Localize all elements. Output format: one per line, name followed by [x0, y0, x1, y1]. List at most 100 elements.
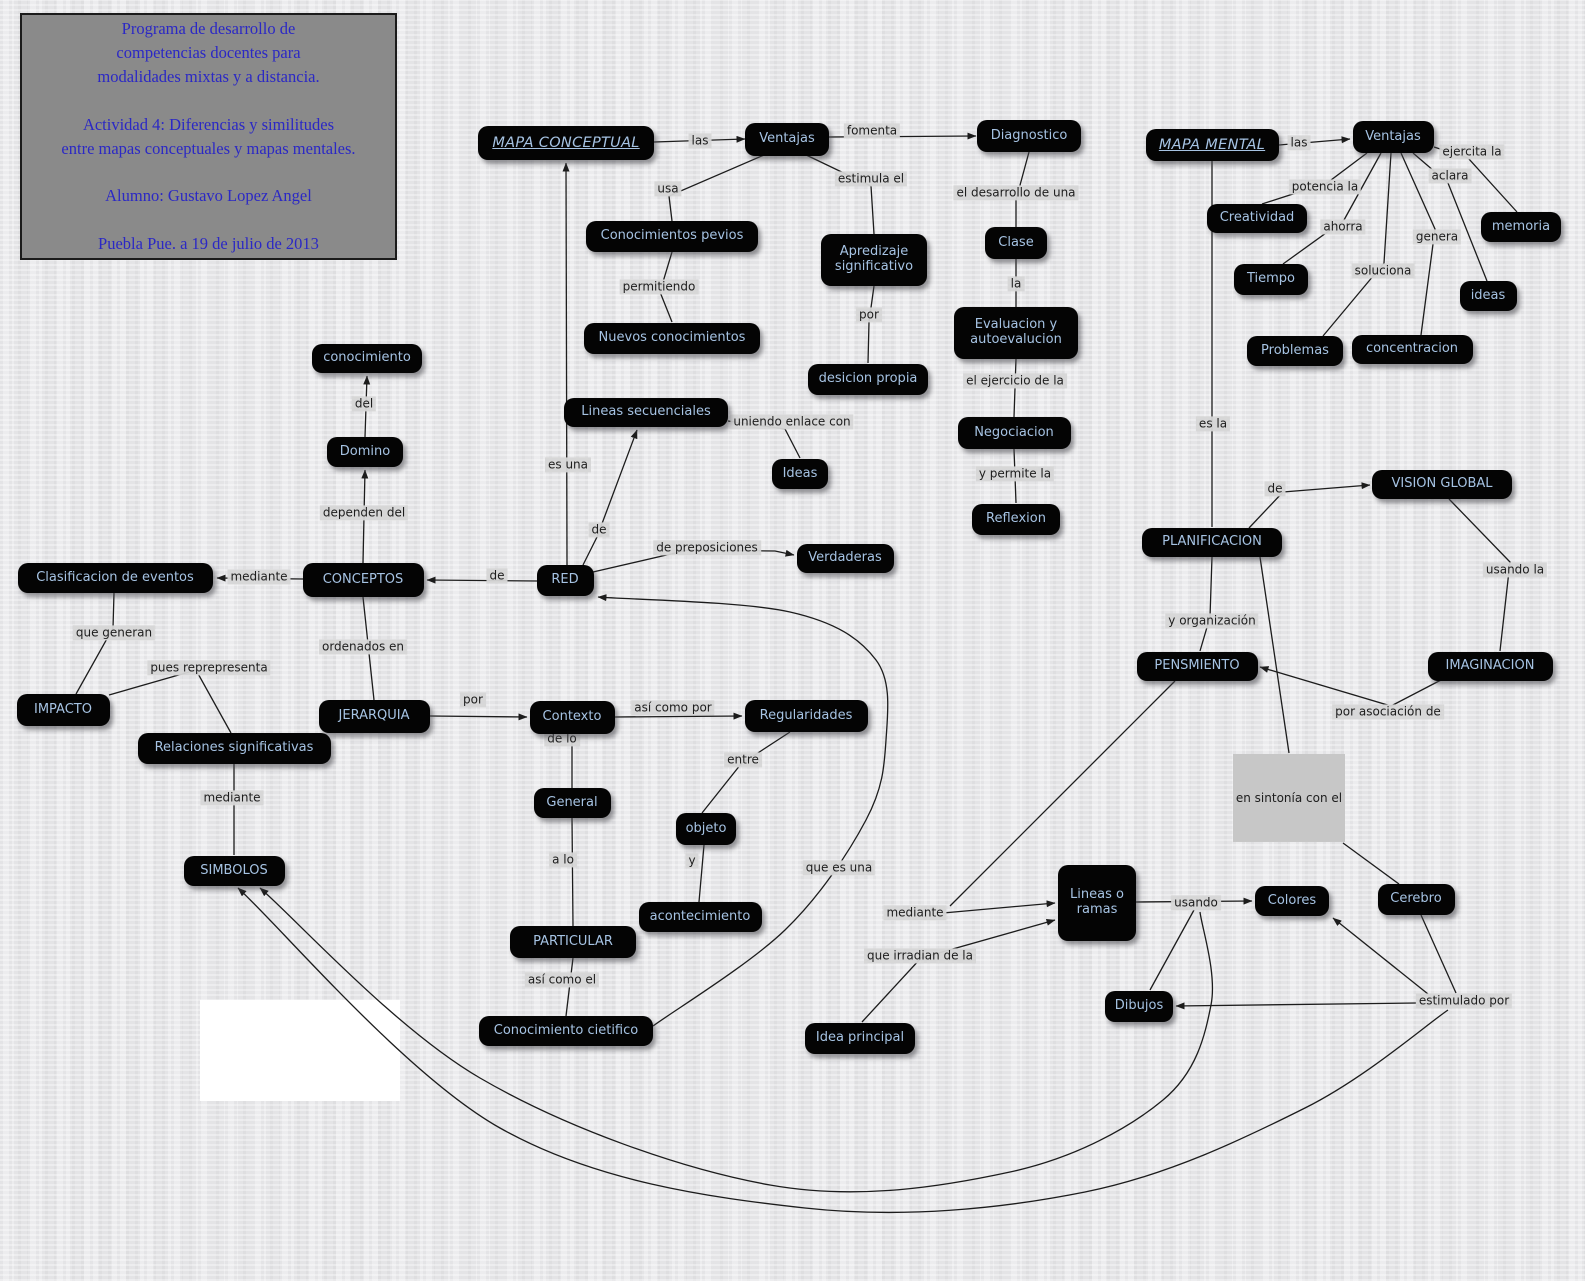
- concept-node-tiempo[interactable]: Tiempo: [1234, 263, 1308, 295]
- link-label-entre[interactable]: entre: [724, 752, 762, 768]
- edge-line-34: [1400, 152, 1436, 336]
- link-label-de-lo[interactable]: de lo: [544, 731, 580, 747]
- link-label-asi-como-por[interactable]: así como por: [631, 700, 715, 716]
- concept-node-diagnostico[interactable]: Diagnostico: [977, 120, 1081, 152]
- link-label-es-la[interactable]: es la: [1195, 416, 1231, 432]
- link-label-de-lineas[interactable]: de: [588, 522, 610, 538]
- concept-node-cerebro[interactable]: Cerebro: [1377, 883, 1455, 915]
- link-label-soluciona[interactable]: soluciona: [1351, 263, 1415, 279]
- link-label-que-generan[interactable]: que generan: [72, 625, 156, 641]
- concept-node-simbolos[interactable]: SIMBOLOS: [183, 856, 285, 886]
- concept-node-negociacion[interactable]: Negociacion: [957, 417, 1071, 449]
- link-label-las-conceptual[interactable]: las: [688, 133, 712, 149]
- link-label-el-ejercicio-de-la[interactable]: el ejercicio de la: [963, 373, 1067, 389]
- link-label-la[interactable]: la: [1007, 276, 1025, 292]
- concept-node-ventajas-conceptual[interactable]: Ventajas: [745, 122, 829, 156]
- concept-node-ventajas-mental[interactable]: Ventajas: [1352, 121, 1434, 153]
- concept-node-conocimientos-previos[interactable]: Conocimientos pevios: [586, 220, 758, 252]
- concept-node-problemas[interactable]: Problemas: [1247, 336, 1343, 366]
- link-label-por-asociacion-de[interactable]: por asociación de: [1332, 704, 1444, 720]
- concept-node-ideas-mental[interactable]: ideas: [1459, 281, 1517, 311]
- concept-node-mapa-mental[interactable]: MAPA MENTAL: [1145, 129, 1279, 161]
- edge-line-22: [429, 713, 528, 721]
- link-label-usando[interactable]: usando: [1171, 895, 1221, 911]
- concept-node-conocimiento-cientifico[interactable]: Conocimiento cietifico: [479, 1016, 653, 1046]
- link-label-genera[interactable]: genera: [1412, 229, 1462, 245]
- concept-node-colores[interactable]: Colores: [1255, 886, 1329, 916]
- concept-node-creatividad[interactable]: Creatividad: [1207, 203, 1307, 233]
- link-label-aclara[interactable]: aclara: [1428, 168, 1472, 184]
- concept-node-domino[interactable]: Domino: [327, 437, 403, 467]
- link-label-estimulado-por[interactable]: estimulado por: [1415, 993, 1513, 1009]
- concept-node-evaluacion-autoevaluacion[interactable]: Evaluacion y autoevalucion: [954, 307, 1078, 359]
- concept-node-lineas-o-ramas[interactable]: Lineas o ramas: [1058, 865, 1136, 941]
- link-label-permitiendo[interactable]: permitiendo: [619, 279, 699, 295]
- link-label-de-conceptos[interactable]: de: [486, 568, 508, 584]
- link-label-a-lo[interactable]: a lo: [549, 852, 577, 868]
- link-label-fomenta[interactable]: fomenta: [843, 123, 901, 139]
- link-label-por-aprendizaje[interactable]: por: [856, 307, 882, 323]
- link-label-es-una[interactable]: es una: [544, 457, 592, 473]
- link-label-ahorra[interactable]: ahorra: [1320, 219, 1366, 235]
- link-label-usa[interactable]: usa: [654, 181, 682, 197]
- concept-node-verdaderas[interactable]: Verdaderas: [796, 543, 894, 573]
- link-label-mediante-clasificacion[interactable]: mediante: [227, 569, 291, 585]
- concept-node-particular[interactable]: PARTICULAR: [510, 926, 636, 958]
- concept-node-mapa-conceptual[interactable]: MAPA CONCEPTUAL: [478, 126, 654, 160]
- concept-node-aprendizaje-significativo[interactable]: Apredizaje significativo: [821, 234, 927, 286]
- concept-node-pensamiento[interactable]: PENSMIENTO: [1136, 651, 1258, 681]
- concept-node-planificacion[interactable]: PLANIFICACION: [1142, 527, 1282, 557]
- concept-node-jerarquia[interactable]: JERARQUIA: [318, 699, 430, 733]
- concept-node-objeto[interactable]: objeto: [676, 813, 736, 845]
- concept-node-reflexion[interactable]: Reflexion: [972, 503, 1060, 535]
- concept-node-ideas-conceptual[interactable]: Ideas: [772, 459, 828, 489]
- link-label-las-mental[interactable]: las: [1287, 135, 1311, 151]
- concept-node-nuevos-conocimientos[interactable]: Nuevos conocimientos: [584, 322, 760, 354]
- concept-node-acontecimiento[interactable]: acontecimiento: [638, 902, 762, 932]
- link-label-que-es-una[interactable]: que es una: [802, 860, 876, 876]
- link-label-de-vision[interactable]: de: [1264, 481, 1286, 497]
- concept-node-vision-global[interactable]: VISION GLOBAL: [1372, 469, 1512, 499]
- title-card[interactable]: Programa de desarrollo de competencias d…: [20, 13, 397, 260]
- link-label-mediante-simbolos[interactable]: mediante: [200, 790, 264, 806]
- link-label-pues-reprepresenta[interactable]: pues reprepresenta: [147, 660, 271, 676]
- link-label-y-permite-la[interactable]: y permite la: [975, 466, 1055, 482]
- concept-node-conceptos[interactable]: CONCEPTOS: [302, 563, 424, 597]
- link-label-ordenados-en[interactable]: ordenados en: [318, 639, 408, 655]
- edge-line-48: [1149, 909, 1195, 991]
- concept-node-clase[interactable]: Clase: [985, 227, 1047, 259]
- link-label-uniendo-enlace-con[interactable]: uniendo enlace con: [730, 414, 854, 430]
- linking-phrase-selected[interactable]: en sintonía con el: [1233, 754, 1345, 842]
- link-label-del[interactable]: del: [351, 396, 377, 412]
- link-label-por-jerarquia[interactable]: por: [460, 692, 486, 708]
- link-label-usando-la[interactable]: usando la: [1482, 562, 1548, 578]
- link-label-de-preposiciones[interactable]: de preposiciones: [653, 540, 761, 556]
- concept-node-lineas-secuenciales[interactable]: Lineas secuenciales: [564, 397, 728, 427]
- link-label-ejercita-la[interactable]: ejercita la: [1439, 144, 1505, 160]
- edge-line-52: [1175, 1002, 1417, 1010]
- concept-node-relaciones-significativas[interactable]: Relaciones significativas: [137, 732, 331, 764]
- link-label-dependen-del[interactable]: dependen del: [319, 505, 409, 521]
- link-label-potencia-la[interactable]: potencia la: [1288, 179, 1362, 195]
- link-label-que-irradian-de-la[interactable]: que irradian de la: [864, 948, 976, 964]
- blank-white-card[interactable]: [200, 1000, 400, 1101]
- concept-node-impacto[interactable]: IMPACTO: [16, 694, 110, 726]
- concept-node-regularidades[interactable]: Regularidades: [744, 700, 868, 732]
- concept-node-idea-principal[interactable]: Idea principal: [805, 1022, 915, 1054]
- concept-node-concentracion[interactable]: concentracion: [1351, 334, 1473, 364]
- link-label-estimula-el[interactable]: estimula el: [834, 171, 908, 187]
- concept-node-general[interactable]: General: [533, 788, 611, 818]
- concept-node-desicion-propia[interactable]: desicion propia: [808, 363, 928, 395]
- link-label-mediante-ramas[interactable]: mediante: [883, 905, 947, 921]
- concept-node-dibujos[interactable]: Dibujos: [1105, 990, 1173, 1022]
- concept-node-red[interactable]: RED: [536, 564, 594, 596]
- concept-node-contexto[interactable]: Contexto: [529, 700, 615, 734]
- concept-node-conocimiento[interactable]: conocimiento: [312, 343, 422, 373]
- concept-node-clasificacion-de-eventos[interactable]: Clasificacion de eventos: [17, 563, 213, 593]
- link-label-y-objeto[interactable]: y: [685, 853, 699, 869]
- concept-node-memoria[interactable]: memoria: [1481, 212, 1561, 242]
- link-label-y-organizacion[interactable]: y organización: [1165, 613, 1259, 629]
- link-label-el-desarrollo-de-una[interactable]: el desarrollo de una: [953, 185, 1079, 201]
- concept-node-imaginacion[interactable]: IMAGINACION: [1427, 651, 1553, 681]
- link-label-asi-como-el[interactable]: así como el: [524, 972, 600, 988]
